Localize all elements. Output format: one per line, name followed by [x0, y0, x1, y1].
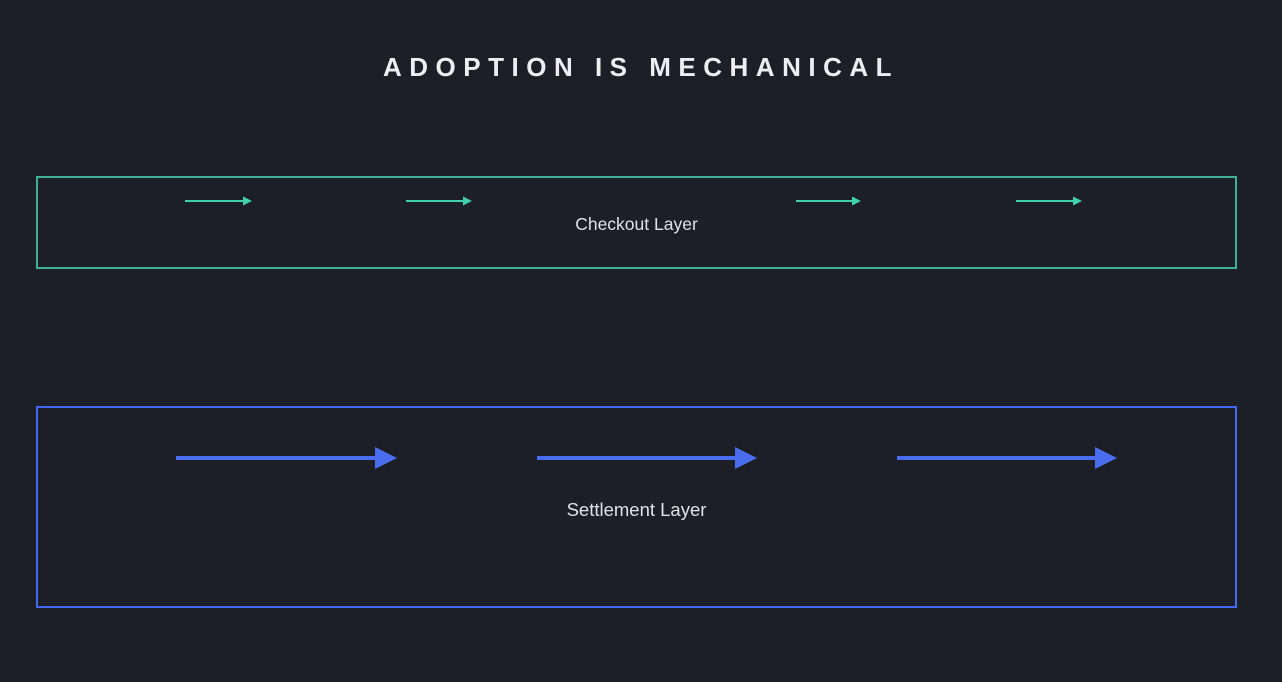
checkout-layer-box: Checkout Layer: [36, 176, 1237, 269]
checkout-layer-label: Checkout Layer: [575, 214, 698, 234]
settlement-layer-box: Settlement Layer: [36, 406, 1237, 608]
settlement-layer-label: Settlement Layer: [566, 499, 707, 520]
page-title: ADOPTION IS MECHANICAL: [383, 52, 899, 82]
